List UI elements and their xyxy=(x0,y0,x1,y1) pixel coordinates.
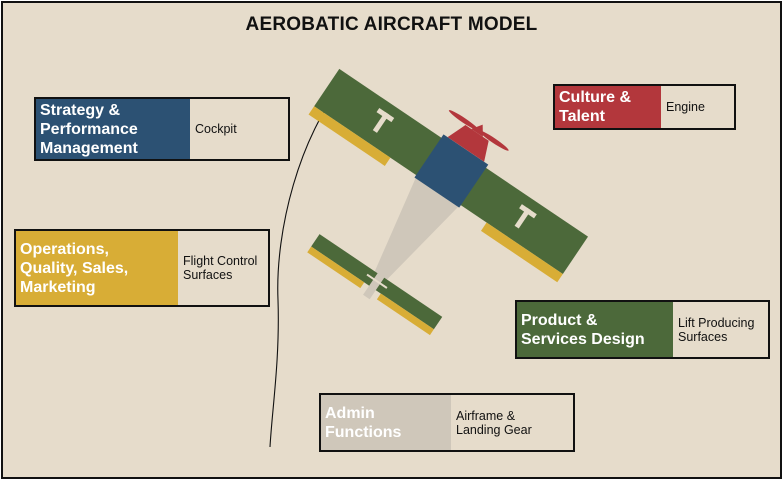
card-strategy-description: Cockpit xyxy=(195,122,237,136)
card-product: Product & Services Design Lift Producing… xyxy=(515,300,770,359)
card-product-description: Lift Producing Surfaces xyxy=(678,315,755,344)
card-product-title: Product & Services Design xyxy=(517,302,673,357)
card-admin: Admin Functions Airframe & Landing Gear xyxy=(319,393,575,452)
fuselage xyxy=(373,176,460,282)
right-elevator xyxy=(376,293,434,336)
card-admin-title: Admin Functions xyxy=(321,395,451,450)
card-operations-title: Operations, Quality, Sales, Marketing xyxy=(16,231,178,305)
left-aileron xyxy=(308,106,391,166)
card-operations: Operations, Quality, Sales, Marketing Fl… xyxy=(14,229,270,307)
left-elevator xyxy=(307,246,365,289)
card-culture: Culture & Talent Engine xyxy=(553,84,736,130)
card-strategy-title: Strategy & Performance Management xyxy=(36,99,190,159)
propeller-blade-right xyxy=(478,130,509,151)
spinner xyxy=(471,124,483,137)
flight-path xyxy=(269,82,345,448)
propeller-blade-left xyxy=(448,110,479,131)
card-strategy: Strategy & Performance Management Cockpi… xyxy=(34,97,290,161)
cockpit xyxy=(414,134,489,208)
engine-cowling xyxy=(447,125,489,162)
right-aileron xyxy=(480,222,563,283)
card-culture-title: Culture & Talent xyxy=(555,86,661,128)
diagram-title: AEROBATIC AIRCRAFT MODEL xyxy=(245,14,538,35)
card-operations-description: Flight Control Surfaces xyxy=(183,254,258,282)
card-admin-description: Airframe & Landing Gear xyxy=(456,408,532,437)
wing-marking-right xyxy=(514,204,537,229)
wing-marking-left xyxy=(372,107,395,133)
card-culture-description: Engine xyxy=(666,100,705,114)
tail-fin xyxy=(363,266,389,300)
